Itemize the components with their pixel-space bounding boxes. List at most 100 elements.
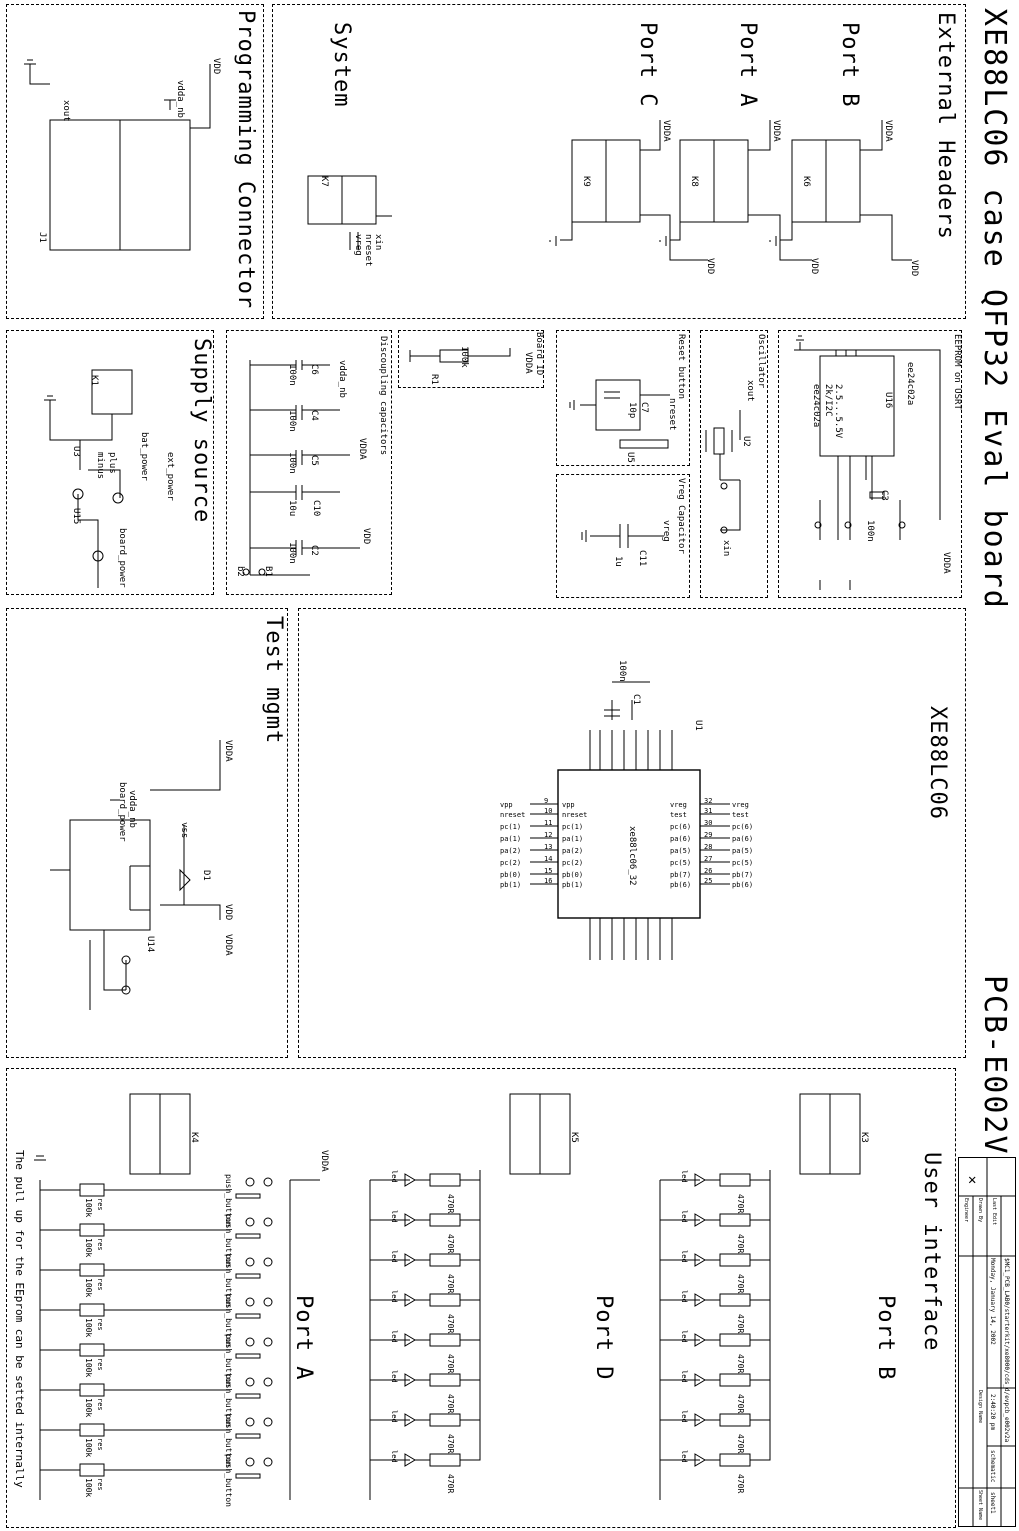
led-icon [694, 1413, 706, 1427]
led-icon [694, 1293, 706, 1307]
net-board-power: board_power [117, 528, 127, 588]
title-block-time: 2:40:20 pm [989, 1394, 996, 1431]
pullup-value: 100k [84, 1318, 93, 1337]
led-icon [694, 1253, 706, 1267]
led-resistor-value: 470R [736, 1314, 745, 1333]
title-block-design: schematic [989, 1450, 996, 1483]
refdes-u1: U1 [693, 720, 703, 731]
value-c1: 100n [617, 660, 627, 682]
chip-pin-left-name: pb(1) [562, 881, 583, 889]
led-resistor [719, 1373, 751, 1387]
pullup-resistor [79, 1463, 105, 1477]
refdes-c6: C6 [309, 364, 319, 375]
push-button-contact-icon [263, 1257, 273, 1267]
refdes-c4: C4 [309, 410, 319, 421]
title-block-path: $MC1_PCB_LAB0/starterkit/xe8000/cds_d/ev… [1003, 1258, 1010, 1443]
led-resistor [429, 1373, 461, 1387]
refdes-c10: C10 [311, 500, 321, 516]
led-icon [694, 1453, 706, 1467]
net-board-power-test: board_power [117, 782, 127, 842]
push-button-icon [235, 1193, 261, 1199]
chip-pin-left-number: 12 [544, 831, 552, 839]
chip-pin-right-net: vreg [732, 801, 749, 809]
push-button-contact-icon [263, 1297, 273, 1307]
title-block-row-sheet-name: Sheet Name [977, 1490, 983, 1520]
led-icon [404, 1293, 416, 1307]
net-minus: minus [95, 452, 105, 479]
refdes-u14: U14 [145, 936, 155, 952]
switch-u5 [619, 439, 669, 449]
push-button-contact-icon [263, 1377, 273, 1387]
pullup-resistor [79, 1303, 105, 1317]
net-vdda-nb-decoupling: vdda_nb [337, 360, 347, 398]
led-resistor [719, 1173, 751, 1187]
refdes-c3: C3 [879, 490, 889, 501]
led-resistor-value: 470R [736, 1354, 745, 1373]
chip-pin-left-name: pc(2) [562, 859, 583, 867]
led-resistor [719, 1253, 751, 1267]
chip-pin-right-number: 27 [704, 855, 712, 863]
net-bat-power: bat_power [139, 432, 149, 481]
net-nreset-system: nreset [363, 234, 373, 267]
led-resistor [719, 1333, 751, 1347]
pullup-value: 100k [84, 1238, 93, 1257]
led-icon [404, 1253, 416, 1267]
chip-pin-right-name: pa(5) [670, 847, 691, 855]
push-button-icon [235, 1233, 261, 1239]
led-resistor-value: 470R [446, 1474, 455, 1493]
refdes-u2: U2 [741, 436, 751, 447]
net-vdd-port-c: VDD [705, 258, 715, 274]
refdes-k1: K1 [89, 375, 99, 386]
net-vdd-test: VDD [223, 904, 233, 920]
net-vss-test: vss [179, 822, 189, 838]
push-button-label: push_button [224, 1214, 233, 1267]
chip-pin-left-net: pc(2) [500, 859, 521, 867]
net-plus: plus [107, 452, 117, 474]
push-button-contact-icon [263, 1337, 273, 1347]
refdes-b2: b2 [235, 566, 245, 577]
led-resistor [429, 1213, 461, 1227]
push-button-label: push_button [224, 1454, 233, 1507]
refdes-u3: U3 [71, 446, 81, 457]
res-label: res [96, 1398, 104, 1411]
led-icon [694, 1173, 706, 1187]
pullup-value: 100k [84, 1278, 93, 1297]
chip-pin-right-net: pa(5) [732, 847, 753, 855]
chip-pin-left-number: 9 [544, 797, 548, 805]
refdes-k6: K6 [801, 176, 811, 187]
value-r1: 100k [459, 346, 469, 368]
chip-pin-left-name: pa(2) [562, 847, 583, 855]
refdes-c1: C1 [631, 694, 641, 705]
pullup-resistor [79, 1183, 105, 1197]
title-block-row-drawn: Drawn By [977, 1198, 983, 1222]
pullup-value: 100k [84, 1358, 93, 1377]
led-icon [404, 1373, 416, 1387]
led-resistor [719, 1453, 751, 1467]
value-c4: 100n [287, 410, 297, 432]
led-resistor-value: 470R [446, 1274, 455, 1293]
net-vdd-port-a: VDD [809, 258, 819, 274]
title-block: ✕ $MC1_PCB_LAB0/starterkit/xe8000/cds_d/… [958, 1157, 1016, 1527]
refdes-k5: K5 [569, 1132, 579, 1143]
led-resistor-value: 470R [446, 1434, 455, 1453]
led-label: led [680, 1290, 688, 1303]
net-vdda-test: VDDA [223, 740, 233, 762]
net-vdda-nb-prog: vdda_nb [175, 80, 185, 118]
net-vdda-port-c: VDDA [661, 120, 671, 142]
led-chain-port-b: 470Rled470Rled470Rled470Rled470Rled470Rl… [659, 1170, 771, 1500]
chip-pin-left-name: pb(0) [562, 871, 583, 879]
chip-pin-right-number: 25 [704, 877, 712, 885]
chip-pin-right-number: 31 [704, 807, 712, 815]
chip-pin-right-number: 32 [704, 797, 712, 805]
led-label: led [390, 1250, 398, 1263]
eeprom-part: ee24c02a [905, 362, 915, 405]
led-resistor-value: 470R [736, 1394, 745, 1413]
refdes-j1: J1 [37, 232, 47, 243]
led-icon [694, 1373, 706, 1387]
push-button-label: push_button [224, 1374, 233, 1427]
refdes-k9: K9 [581, 176, 591, 187]
net-vdda-decoupling: VDDA [357, 438, 367, 460]
refdes-u15: U15 [71, 508, 81, 524]
refdes-u5: U5 [625, 452, 635, 463]
